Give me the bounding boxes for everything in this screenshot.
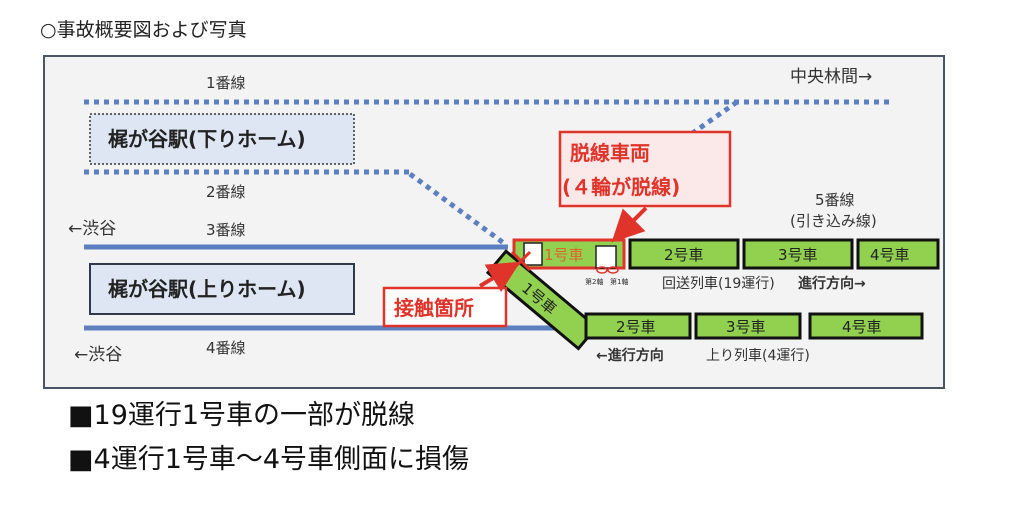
up-car-3-label: 3号車 [726,318,766,336]
track-label-5-note: (引き込み線) [790,212,877,230]
summary-bullet-2: ■4運行1号車～4号車側面に損傷 [68,444,469,475]
deadhead-car-2 [628,238,740,270]
up-direction: ←進行方向 [596,347,664,364]
deadhead-car-3 [742,238,854,270]
up-train-name: 上り列車(4運行) [706,347,810,364]
direction-shibuya-upper: ←渋谷 [68,219,116,239]
up-car-2-label: 2号車 [616,318,656,336]
platform-down [89,113,355,165]
deadhead-train-name: 回送列車(19運行) [662,275,775,292]
deadhead-car-4 [856,238,940,270]
deadhead-car-1-label: 1号車 [544,246,584,264]
derailed-wheel-icon [596,266,608,274]
contact-callout-label: 接触箇所 [394,296,474,320]
derailed-callout [558,130,732,208]
direction-chuorinkan: 中央林間→ [790,67,872,87]
track-label-2: 2番線 [206,183,246,201]
summary-bullet-1: ■19運行1号車の一部が脱線 [68,400,415,431]
deadhead-car-4-label: 4号車 [870,246,910,264]
axle-2-label: 第2軸 [585,277,603,286]
platform-up [89,263,355,315]
bogie-rear [523,242,543,266]
up-car-4-label: 4号車 [842,318,882,336]
platform-down-label: 梶が谷駅(下りホーム) [108,127,306,151]
derailed-arrow-icon [611,206,648,243]
up-car-2 [584,312,692,340]
derailed-callout-line2: (４輪が脱線) [562,175,680,199]
direction-shibuya-lower: ←渋谷 [74,345,122,365]
derailed-callout-line1: 脱線車両 [570,141,650,165]
track-label-3: 3番線 [206,221,246,239]
deadhead-direction: 進行方向→ [798,275,866,292]
deadhead-train: 1号車 第2軸 第1軸 2号車 3号車 4号車 回送列車(19運行) 進行方向→ [512,238,940,292]
platform-up-label: 梶が谷駅(上りホーム) [108,277,306,301]
contact-callout [382,286,508,328]
track-label-1: 1番線 [206,74,246,92]
up-car-4 [808,312,924,340]
contact-arrow-icon [478,261,521,293]
track-label-4: 4番線 [206,339,246,357]
derailed-wheel-icon [607,266,619,274]
page-title: ○事故概要図および写真 [40,19,247,41]
axle-1-label: 第1軸 [610,277,628,286]
track-label-5: 5番線 [815,191,855,209]
deadhead-car-2-label: 2号車 [664,246,704,264]
deadhead-car-3-label: 3号車 [778,246,818,264]
up-car-3 [694,312,802,340]
bogie-front-derailed [595,245,617,269]
